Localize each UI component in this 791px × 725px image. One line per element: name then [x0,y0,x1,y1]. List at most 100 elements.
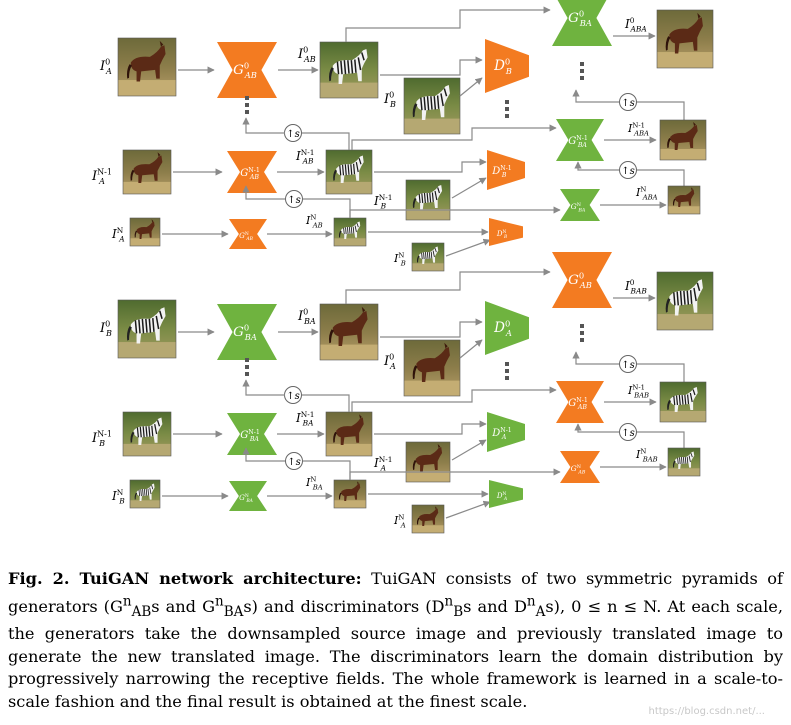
b-arrow-fwd0-genrev [345,268,551,304]
a-genfwd-dots [245,96,249,114]
b-upsample-1: ↑s [284,386,302,404]
b-arrow-tgtn1-disc [451,439,487,461]
b-fwd-n1-image [325,411,373,457]
a-rec-n-image [667,185,701,215]
svg-text:↑s: ↑s [286,391,300,402]
a-arrow-tgtn-disc [445,238,491,257]
b-rec-0-image [656,271,714,331]
a-genrev-dots [580,62,584,80]
a-upsample-2: ↑s [285,190,303,208]
a-arrow-tgtn1-disc [451,177,487,199]
b-arrow-up1-a [302,394,350,412]
a-arrow-uprev1-a [637,101,685,120]
watermark: https://blog.csdn.net/... [648,706,765,717]
b-arrow-uprev1-b [572,351,619,365]
a-upsample-rev-1: ↑s [619,93,637,111]
caption-text: TuiGAN consists of two symmetric pyramid… [8,569,783,711]
b-arrow-tgtn-disc [445,500,491,519]
b-genfwd-dots [245,358,249,376]
b-upsample-2: ↑s [285,452,303,470]
a-arrow-uprev2-a [637,169,685,186]
b-fwd-n-image [333,479,367,509]
b-arrow-uprev2-b [574,423,619,433]
a-arrow-tgt0-disc [459,77,483,97]
b-upsample-rev-2: ↑s [619,423,637,441]
b-src-n1-image [122,411,172,457]
a-fwd-n-image [333,217,367,247]
b-tgt-n1-image [405,441,451,483]
a-fwd-0-image [319,41,379,99]
svg-text:↑s: ↑s [287,457,301,468]
svg-text:↑s: ↑s [287,195,301,206]
b-rec-n-image [667,447,701,477]
b-arrow-up1-b [242,379,285,396]
a-arrow-fwd0-genrev [345,6,551,42]
b-arrow-uprev2-a [637,431,685,448]
b-disc-dots [505,362,509,380]
svg-text:↑s: ↑s [621,360,635,371]
b-src-0-image [117,299,177,359]
a-tgt-n1-image [405,179,451,221]
a-rec-0-image [656,9,714,69]
b-upsample-rev-1: ↑s [619,355,637,373]
svg-text:↑s: ↑s [621,428,635,439]
a-fwd-n1-image [325,149,373,195]
a-tgt-n-image [411,242,445,272]
b-arrow-fwdn1-genrev [351,386,557,412]
b-rec-n1-image [659,381,707,423]
svg-text:↑s: ↑s [621,166,635,177]
a-src-n1-image [122,149,172,195]
a-src-n-image [129,217,161,247]
b-arrow-uprev1-a [637,363,685,382]
svg-text:↑s: ↑s [621,98,635,109]
a-arrow-uprev1-b [572,89,619,103]
a-upsample-1: ↑s [284,124,302,142]
b-arrow-fwdn1-disc [374,420,487,435]
b-arrow-up2-b [242,447,285,462]
a-arrow-up1-b [242,117,285,134]
a-tgt-0-image [403,77,461,135]
